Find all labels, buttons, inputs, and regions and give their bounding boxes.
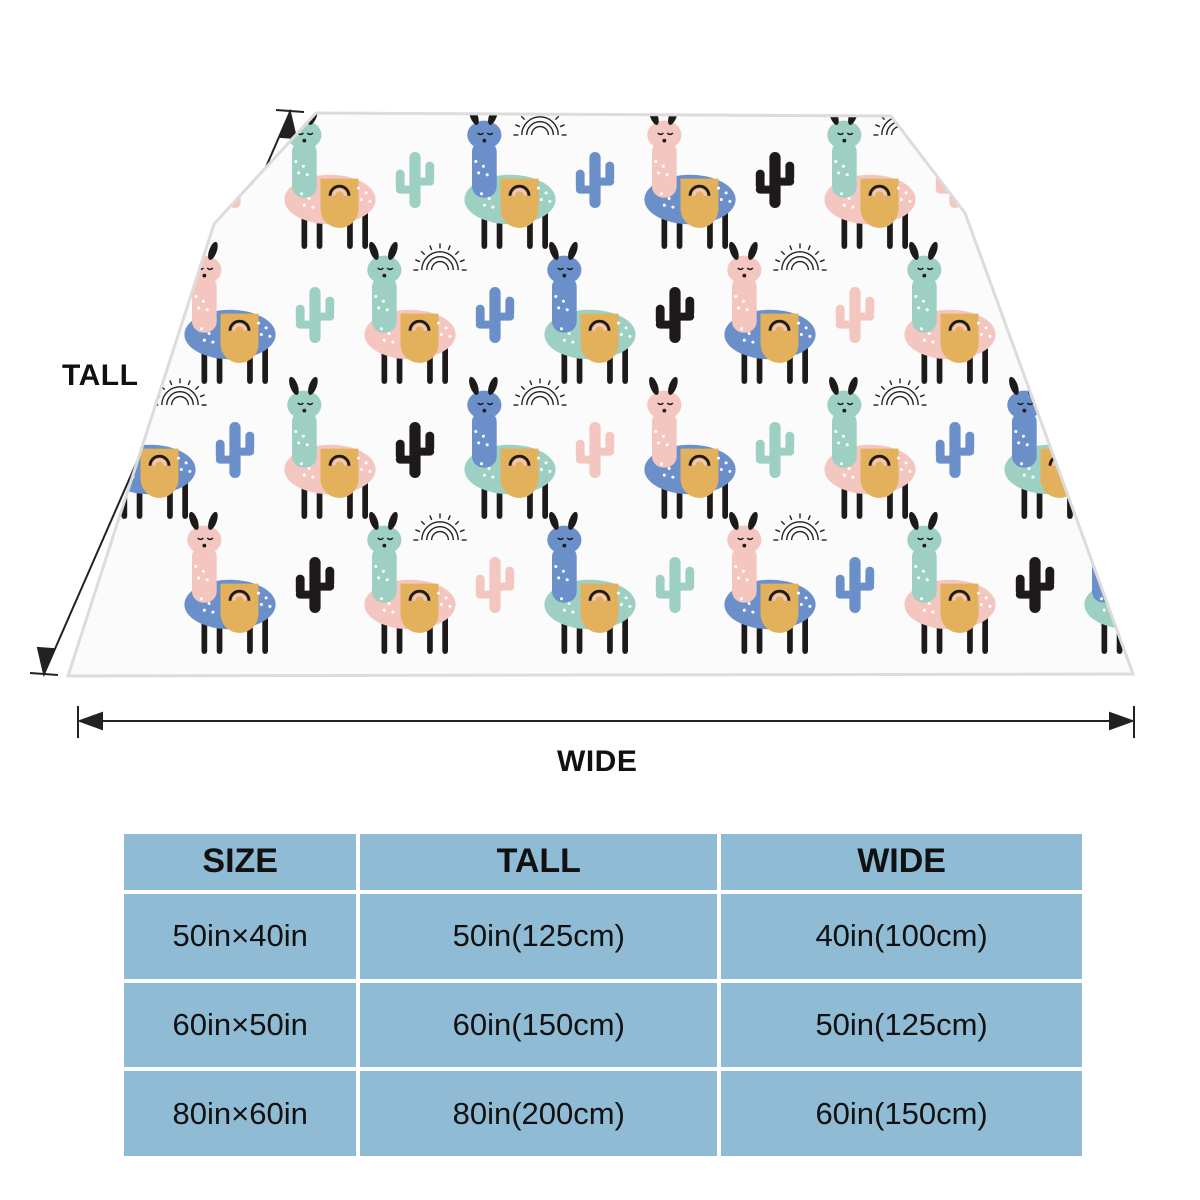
rainbow-icon [773,243,827,271]
cactus-icon [1115,421,1133,479]
rainbow-icon [153,113,207,136]
rainbow-icon [413,513,467,541]
cactus-icon [395,152,435,208]
cactus-icon [835,287,875,343]
llama-icon [184,511,276,654]
cell-tall: 50in(125cm) [360,893,718,979]
llama-icon [184,241,276,384]
llama-icon [904,511,996,654]
cell-tall: 80in(200cm) [360,1071,718,1156]
llama-icon [824,113,916,249]
table-row: 80in×60in 80in(200cm) 60in(150cm) [124,1071,1082,1156]
llama-icon [364,511,456,654]
cactus-icon [935,422,975,478]
rainbow-icon [1133,513,1186,540]
wide-arrow [77,706,1135,738]
rainbow-icon [513,378,567,406]
header-wide: WIDE [721,834,1082,890]
table-row: 60in×50in 60in(150cm) 50in(125cm) [124,982,1082,1068]
header-size: SIZE [124,834,357,890]
llama-icon [104,113,196,249]
llama-icon [464,376,556,519]
rainbow-icon [413,243,467,271]
rainbow-icon [873,378,927,406]
tall-label: TALL [62,359,139,392]
llama-icon [904,241,996,384]
cactus-icon [755,422,795,478]
cactus-icon [295,287,335,343]
cactus-icon [575,422,615,478]
cactus-icon [475,287,515,343]
cactus-icon [1196,287,1200,343]
cell-wide: 60in(150cm) [721,1071,1082,1156]
cactus-icon [395,422,435,478]
wide-label: WIDE [557,745,638,778]
cactus-icon [475,557,515,613]
table-row: 50in×40in 50in(125cm) 40in(100cm) [124,893,1082,979]
llama-icon [644,376,736,519]
rainbow-icon [773,513,827,541]
llama-icon [1084,241,1133,384]
llama-icon [824,376,916,519]
llama-icon [644,113,736,249]
llama-icon [284,376,376,519]
cactus-icon [295,557,335,613]
cell-wide: 40in(100cm) [721,893,1082,979]
cactus-icon [1115,151,1133,209]
cactus-icon [755,152,795,208]
size-table: SIZE TALL WIDE 50in×40in 50in(125cm) 40i… [120,830,1086,1160]
blanket [65,111,1200,678]
llama-icon [544,511,636,654]
cell-size: 80in×60in [124,1071,357,1156]
cactus-icon [1015,287,1055,343]
cactus-icon [215,422,255,478]
header-tall: TALL [360,834,718,890]
llama-icon [724,511,816,654]
cell-size: 50in×40in [124,893,357,979]
llama-icon [544,241,636,384]
cactus-icon [655,287,695,343]
llama-icon [464,113,556,249]
table-header-row: SIZE TALL WIDE [124,834,1082,890]
product-illustration [29,108,1200,738]
blanket-illustration [29,108,1200,738]
cactus-icon [655,557,695,613]
rainbow-icon [1133,243,1186,270]
cactus-icon [1196,557,1200,613]
cactus-icon [575,152,615,208]
cactus-icon [835,557,875,613]
cell-size: 60in×50in [124,982,357,1068]
cell-tall: 60in(150cm) [360,982,718,1068]
cell-wide: 50in(125cm) [721,982,1082,1068]
llama-icon [724,241,816,384]
llama-icon [1004,113,1096,249]
cactus-icon [1015,557,1055,613]
llama-icon [364,241,456,384]
